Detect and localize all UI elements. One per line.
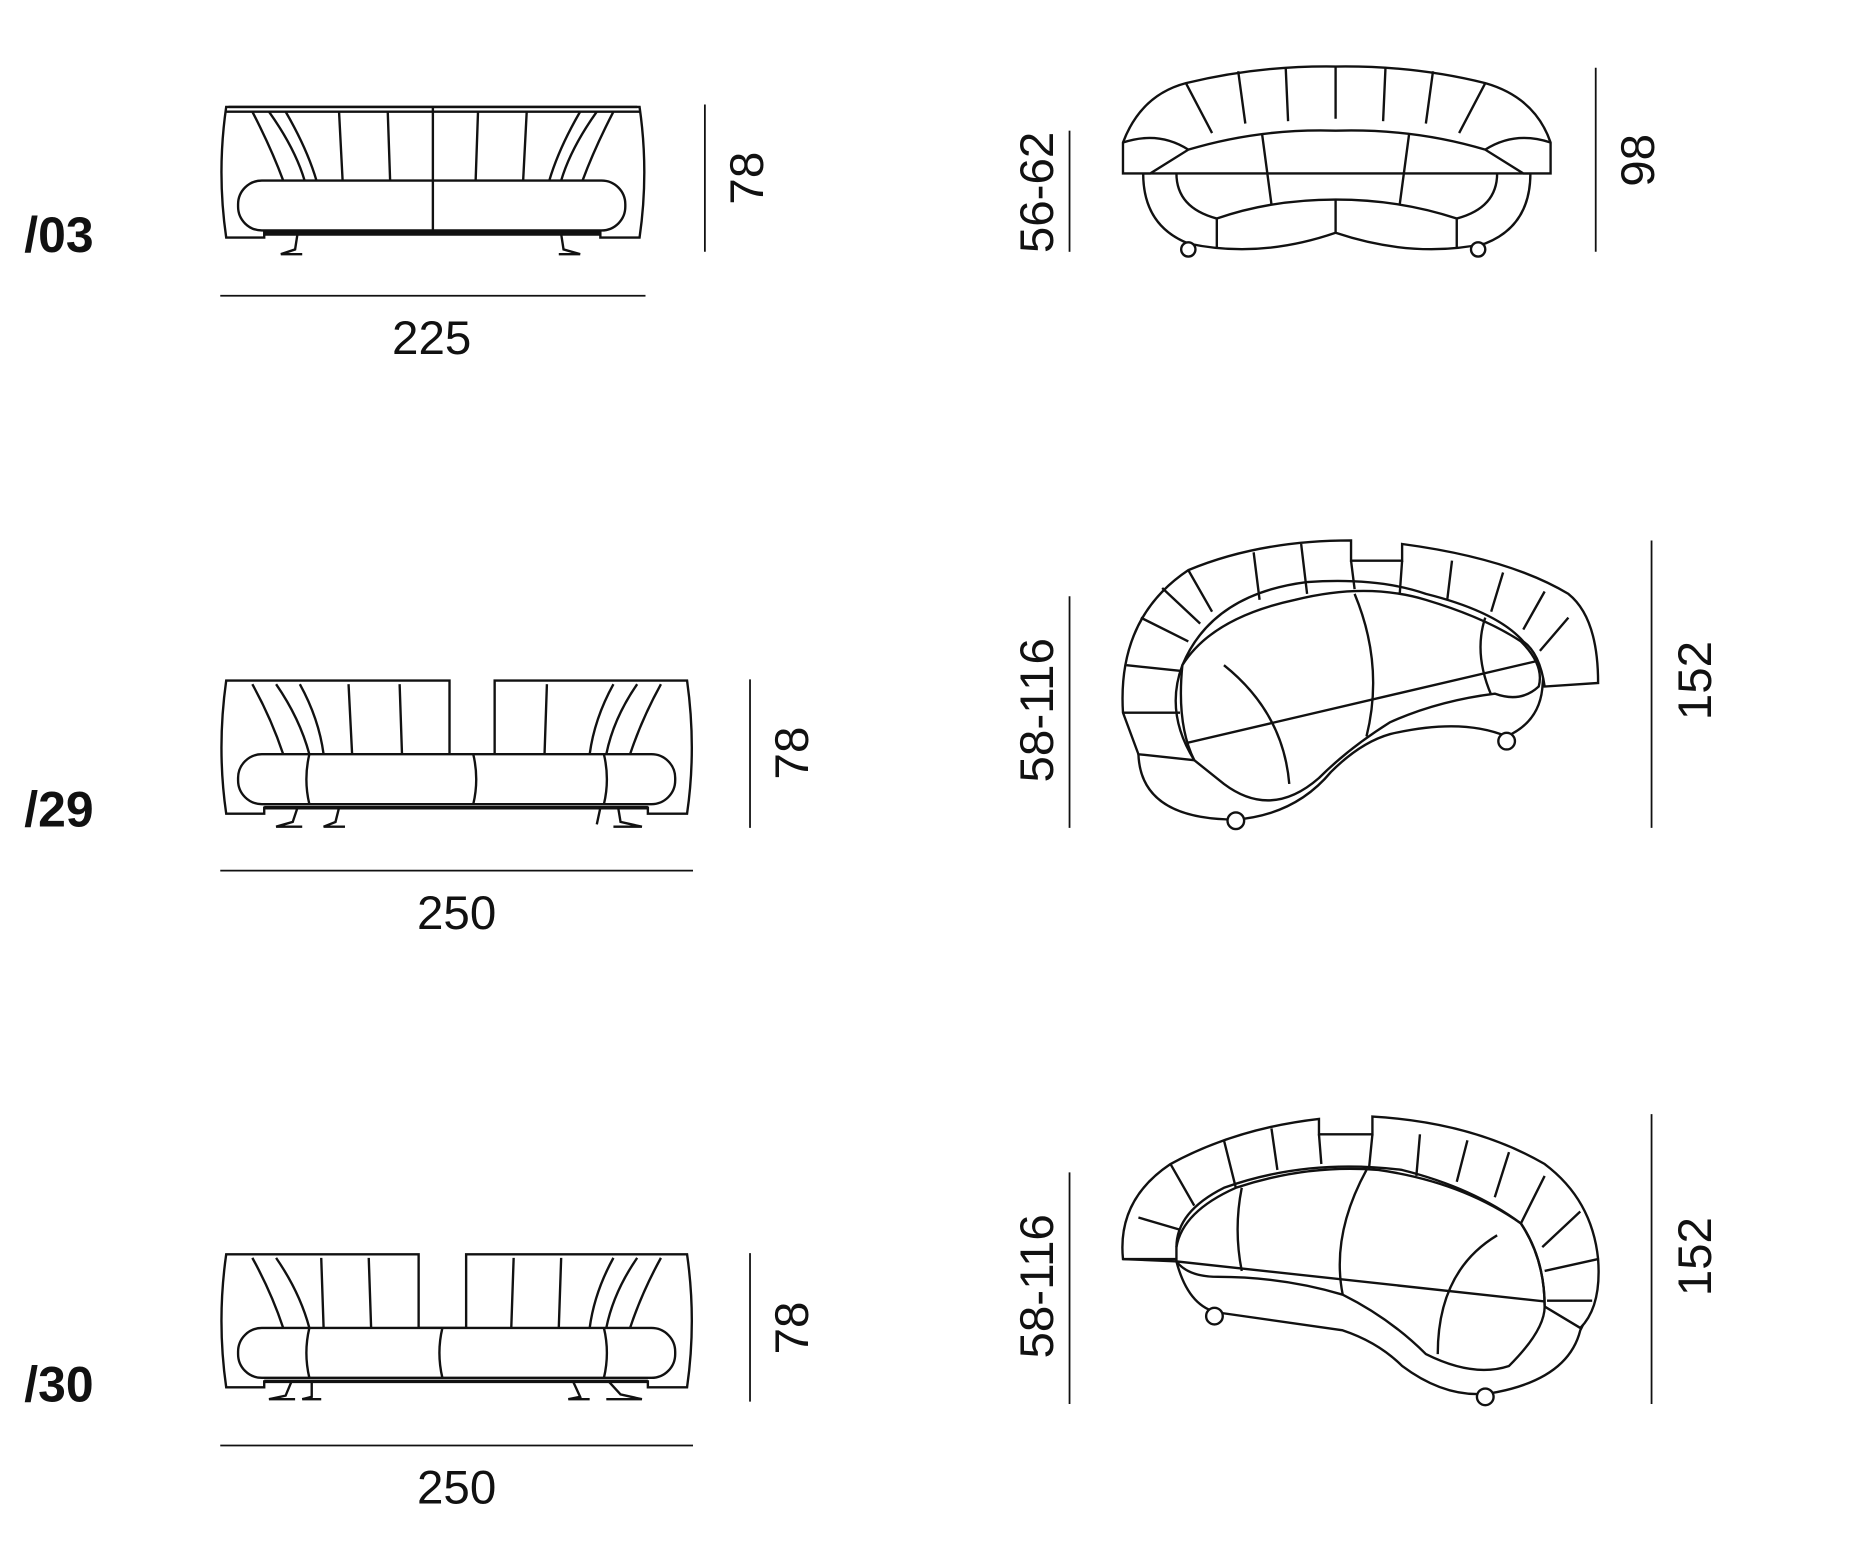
seat-depth-value: 56-62 [1011,132,1064,254]
front-view-sofa [220,105,646,256]
width-dimension: 250 [220,1444,694,1515]
height-value: 78 [766,1302,819,1355]
depth-dimension: 152 [1650,540,1722,828]
width-value: 250 [417,887,496,940]
depth-value: 98 [1612,134,1665,187]
seat-depth-value: 58-116 [1011,638,1064,782]
width-dimension: 250 [220,869,694,940]
model-code: /29 [24,782,93,838]
seat-depth-dimension: 56-62 [1011,130,1071,254]
depth-dimension: 98 [1594,67,1665,252]
top-view-sofa [1121,1115,1600,1407]
height-dimension: 78 [703,104,774,252]
model-03: /03 78 225 [24,65,1665,365]
front-view-sofa [220,1253,694,1401]
seat-depth-dimension: 58-116 [1011,1172,1071,1404]
model-code: /30 [24,1357,93,1413]
height-value: 78 [721,152,774,205]
model-29: /29 78 250 58-11 [24,539,1722,940]
depth-value: 152 [1669,641,1722,720]
height-value: 78 [766,727,819,780]
top-view-sofa [1121,65,1552,258]
width-value: 250 [417,1462,496,1515]
width-dimension: 225 [220,294,646,365]
height-dimension: 78 [749,679,819,828]
model-30: /30 78 250 58-11 [24,1114,1722,1515]
depth-dimension: 152 [1650,1114,1722,1404]
seat-depth-value: 58-116 [1011,1214,1064,1358]
width-value: 225 [392,312,471,365]
front-view-sofa [220,679,694,828]
top-view-sofa [1121,539,1600,831]
depth-value: 152 [1669,1217,1722,1296]
height-dimension: 78 [749,1253,819,1402]
model-code: /03 [24,207,93,263]
seat-depth-dimension: 58-116 [1011,596,1071,828]
